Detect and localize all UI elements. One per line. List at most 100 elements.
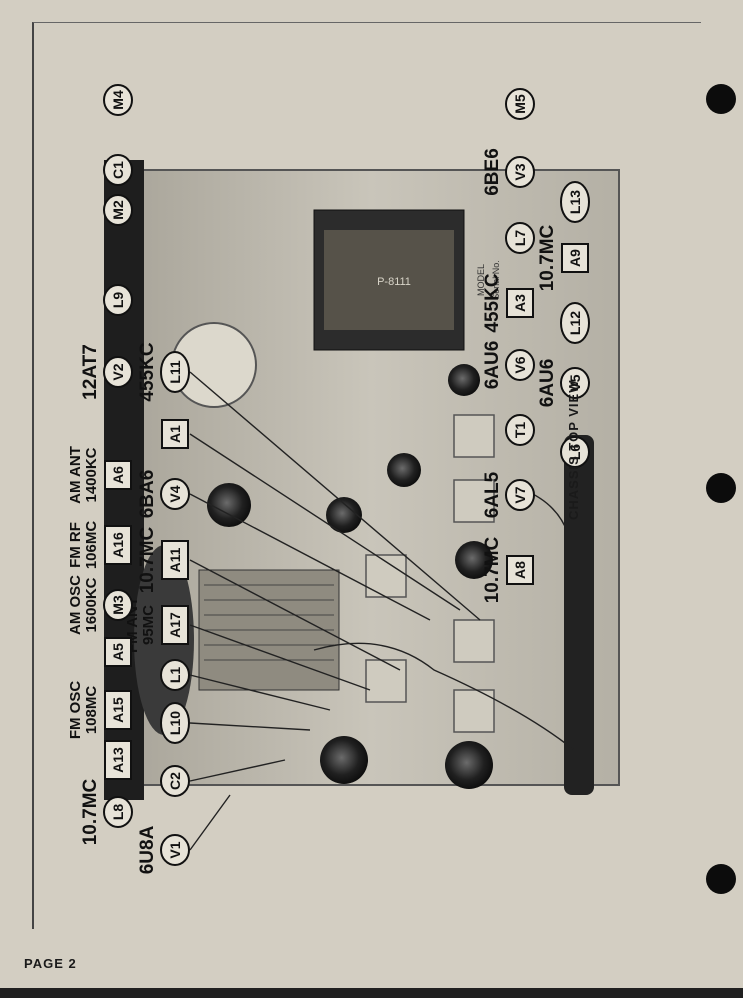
page-frame	[32, 22, 701, 929]
callout-code: A13	[110, 747, 126, 773]
callout-code: M2	[110, 200, 126, 220]
callout-note: 6BE6	[482, 148, 503, 196]
callout-code: L8	[110, 804, 126, 821]
callout-note: 10.7MC	[537, 224, 558, 291]
page-number: PAGE 2	[24, 956, 77, 971]
callout-code: A17	[167, 612, 183, 638]
callout-a5: A5	[104, 637, 132, 667]
callout-circle	[505, 479, 535, 511]
callout-code: L11	[167, 360, 183, 384]
callout-code: C1	[110, 161, 126, 179]
callout-l7: L7	[505, 222, 535, 254]
leader-lines	[189, 371, 481, 851]
callout-l1: L1	[160, 659, 190, 691]
callout-v5: V5 6AU6	[537, 359, 590, 408]
callout-circle	[103, 284, 133, 316]
callout-l13: L13	[560, 181, 590, 223]
transformer-core	[324, 230, 454, 330]
leader-line	[189, 722, 311, 731]
tube-v6	[387, 453, 421, 487]
callout-note: 6AU6	[537, 359, 558, 408]
if-can-a1	[365, 659, 407, 703]
callout-t1: T1	[505, 414, 535, 446]
callout-note: 10.7MC	[137, 526, 158, 593]
leader-line	[189, 759, 286, 782]
punch-hole-bottom	[706, 864, 736, 894]
callout-code: V1	[167, 841, 183, 858]
callout-l6: L6	[560, 436, 590, 468]
callout-code: M5	[512, 94, 528, 114]
punch-hole-top	[706, 84, 736, 114]
callout-l10: L10	[160, 702, 190, 744]
callout-code: V7	[512, 486, 528, 503]
leader-line	[189, 493, 431, 621]
callout-circle	[560, 367, 590, 399]
callout-box	[104, 637, 132, 667]
callout-circle	[103, 796, 133, 828]
tube-v4	[445, 741, 493, 789]
callout-circle	[560, 302, 590, 344]
leader-line	[189, 559, 401, 671]
callout-circle	[560, 436, 590, 468]
figure-caption: CHASSIS TOP VIEW	[566, 379, 581, 521]
callout-box	[104, 740, 132, 780]
callout-note: 1400KC	[83, 447, 100, 502]
ferrite-antenna	[564, 435, 594, 795]
callout-code: M3	[110, 595, 126, 615]
callout-code: L13	[567, 190, 583, 214]
callout-code: A1	[167, 425, 183, 443]
chassis-serial-marking: Serial No.	[491, 260, 501, 300]
callout-code: A8	[512, 561, 528, 579]
callout-circle	[560, 181, 590, 223]
callout-note: 108MC	[83, 686, 100, 735]
callout-note: FM RF	[67, 522, 84, 568]
callout-circle	[160, 478, 190, 510]
callout-note: AM ANT	[67, 446, 84, 504]
callout-circle	[103, 589, 133, 621]
callout-note: 106MC	[83, 521, 100, 570]
page-bottom-rule	[0, 988, 743, 998]
callout-circle	[160, 834, 190, 866]
punch-hole-middle	[706, 473, 736, 503]
callout-v3: V3 6BE6	[482, 148, 535, 196]
callout-c2: C2	[160, 765, 190, 797]
callout-code: A15	[110, 697, 126, 723]
callout-code: V5	[567, 374, 583, 391]
if-can-l11	[453, 689, 495, 733]
callout-code: A9	[567, 249, 583, 267]
callout-circle	[160, 765, 190, 797]
callout-code: M4	[110, 90, 126, 110]
callout-l12: L12	[560, 302, 590, 344]
tube-v5	[455, 541, 493, 579]
callout-code: A16	[110, 532, 126, 558]
leader-line	[189, 794, 231, 851]
callout-note: FM OSC	[67, 681, 84, 739]
callout-a9: A9 10.7MC	[537, 224, 589, 291]
callout-box	[506, 288, 534, 318]
callout-circle	[505, 222, 535, 254]
callout-code: L9	[110, 292, 126, 309]
callout-code: V3	[512, 163, 528, 180]
tube-v3	[326, 497, 362, 533]
leader-line	[189, 624, 371, 691]
callout-code: A6	[110, 466, 126, 484]
callout-code: L12	[567, 311, 583, 335]
leader-line	[189, 433, 461, 611]
callout-code: T1	[512, 422, 528, 439]
callout-m4: M4	[103, 84, 133, 116]
leader-line	[189, 674, 331, 711]
callout-box	[506, 555, 534, 585]
